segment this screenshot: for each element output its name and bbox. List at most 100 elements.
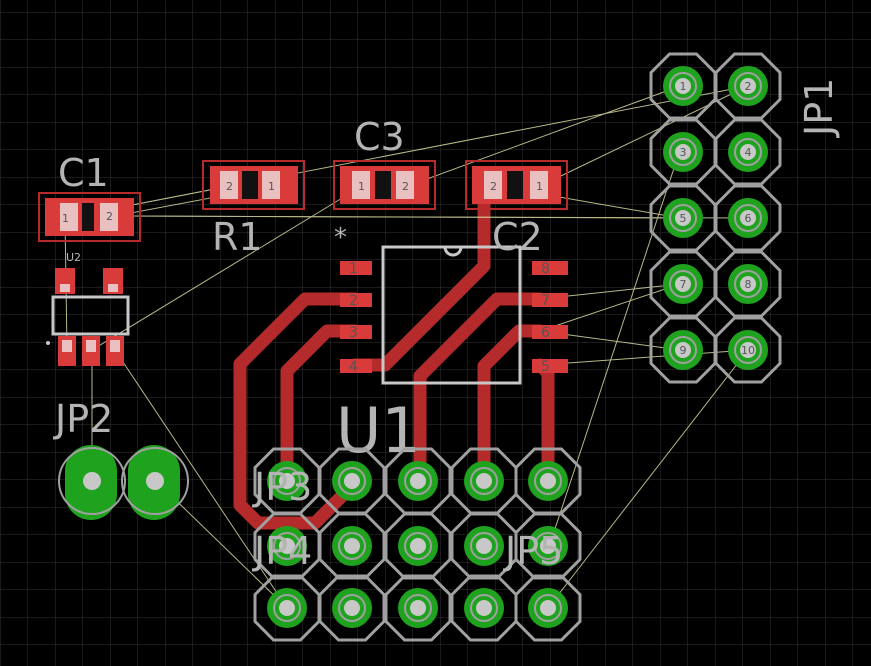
pad-drill: [540, 538, 556, 554]
pad-drill: [476, 600, 492, 616]
c2-component[interactable]: C2: [465, 160, 568, 259]
pad-inner-ring: [534, 594, 562, 622]
c3-pad-1[interactable]: [352, 171, 370, 199]
pad-inner-ring: [273, 467, 301, 495]
c3-pin-label: 2: [402, 180, 409, 193]
u1-label: U1: [336, 394, 421, 467]
pad-drill: [675, 342, 691, 358]
c1-pad-1[interactable]: [60, 203, 78, 231]
header-pad[interactable]: [514, 574, 582, 642]
c3-component[interactable]: C3: [333, 115, 436, 210]
pad-drill: [675, 210, 691, 226]
u1-pad-4[interactable]: [340, 359, 372, 373]
pad-inner-ring: [669, 72, 697, 100]
pad-inner-ring: [734, 72, 762, 100]
header-pad[interactable]: [384, 512, 452, 580]
pad-drill: [279, 538, 295, 554]
u1-pad-5[interactable]: [532, 359, 568, 373]
trace-pin2[interactable]: [233, 292, 362, 530]
pad-outline: [649, 250, 717, 318]
pad-number: 3: [680, 146, 687, 159]
pad-outline: [714, 184, 782, 252]
jp1-pin-1[interactable]: 1: [649, 52, 717, 120]
u1-pad-1[interactable]: [340, 261, 372, 275]
jp1-pin-8[interactable]: 8: [714, 250, 782, 318]
u1-pin-label: 5: [541, 359, 550, 375]
pad-inner-ring: [404, 532, 432, 560]
u1-pin-label: 1: [349, 261, 358, 277]
pad-drill: [740, 144, 756, 160]
pad-number: 4: [745, 146, 752, 159]
pad-drill: [740, 276, 756, 292]
pad-drill: [540, 473, 556, 489]
pad-inner-ring: [669, 204, 697, 232]
jp1-pin-3[interactable]: 3: [649, 118, 717, 186]
pad-drill: [410, 473, 426, 489]
c2-pad-2[interactable]: [484, 171, 502, 199]
u2-pad-inner: [60, 284, 70, 292]
r1-pin-label: 2: [226, 180, 233, 193]
u1-pin-label: 7: [541, 293, 550, 309]
pad-inner-ring: [273, 594, 301, 622]
pad-outline: [253, 574, 321, 642]
u1-pad-8[interactable]: [532, 261, 568, 275]
c2-pad-1[interactable]: [530, 171, 548, 199]
r1-pad-1[interactable]: [262, 171, 280, 199]
header-pad[interactable]: [318, 447, 386, 515]
u2-pin1-dot: [46, 341, 50, 345]
pad-drill: [540, 600, 556, 616]
pad-drill: [740, 210, 756, 226]
jp1-pin-4[interactable]: 4: [714, 118, 782, 186]
jp1-pin-5[interactable]: 5: [649, 184, 717, 252]
pad-number: 6: [745, 212, 752, 225]
pad-drill: [410, 538, 426, 554]
u1-pad-3[interactable]: [340, 325, 372, 339]
pad-inner-ring: [404, 467, 432, 495]
jp1-pin-9[interactable]: 9: [649, 316, 717, 384]
r1-component[interactable]: R1: [202, 160, 305, 259]
pad-number: 8: [745, 278, 752, 291]
c3-pad-2[interactable]: [396, 171, 414, 199]
header-pad[interactable]: [384, 574, 452, 642]
c1-pad-2[interactable]: [100, 203, 118, 231]
pad-inner-ring: [404, 594, 432, 622]
u1-pin-label: 6: [541, 325, 550, 341]
pad-inner-ring: [338, 467, 366, 495]
jp2-header[interactable]: JP2: [53, 397, 189, 520]
u1-package[interactable]: 1 2 3 4 5 6 7 8 * U1: [334, 223, 568, 467]
pad-number: 9: [680, 344, 687, 357]
pad-drill: [344, 473, 360, 489]
jp1-pin-6[interactable]: 6: [714, 184, 782, 252]
jp1-pin-7[interactable]: 7: [649, 250, 717, 318]
u1-pin-label: 8: [541, 261, 550, 277]
u1-pad-2[interactable]: [340, 293, 372, 307]
pad-outline: [649, 184, 717, 252]
pad-inner-ring: [734, 270, 762, 298]
r1-pad-2[interactable]: [220, 171, 238, 199]
header-pad[interactable]: [318, 574, 386, 642]
u1-pad-7[interactable]: [532, 293, 568, 307]
c1-component[interactable]: C1: [38, 151, 141, 242]
jp1-pin-10[interactable]: 10: [714, 316, 782, 384]
pad-drill: [344, 600, 360, 616]
u2-component[interactable]: U2: [46, 251, 130, 366]
c2-pin-label: 1: [536, 180, 543, 193]
u1-outline: [381, 245, 522, 385]
pad-outline: [649, 52, 717, 120]
jp1-pin-2[interactable]: 2: [714, 52, 782, 120]
trace-pin6[interactable]: [477, 324, 547, 493]
airwires: [64, 85, 749, 609]
u1-pad-6[interactable]: [532, 325, 568, 339]
pad-drill: [279, 473, 295, 489]
u2-pad-inner: [86, 340, 96, 352]
r1-label: R1: [212, 215, 263, 259]
pad-outline: [384, 574, 452, 642]
jp-bottom-grid[interactable]: [253, 447, 582, 642]
pad-inner-ring: [669, 270, 697, 298]
c1-label: C1: [58, 151, 109, 195]
header-pad[interactable]: [450, 574, 518, 642]
header-pad[interactable]: [253, 574, 321, 642]
jp1-label: JP1: [797, 78, 841, 138]
